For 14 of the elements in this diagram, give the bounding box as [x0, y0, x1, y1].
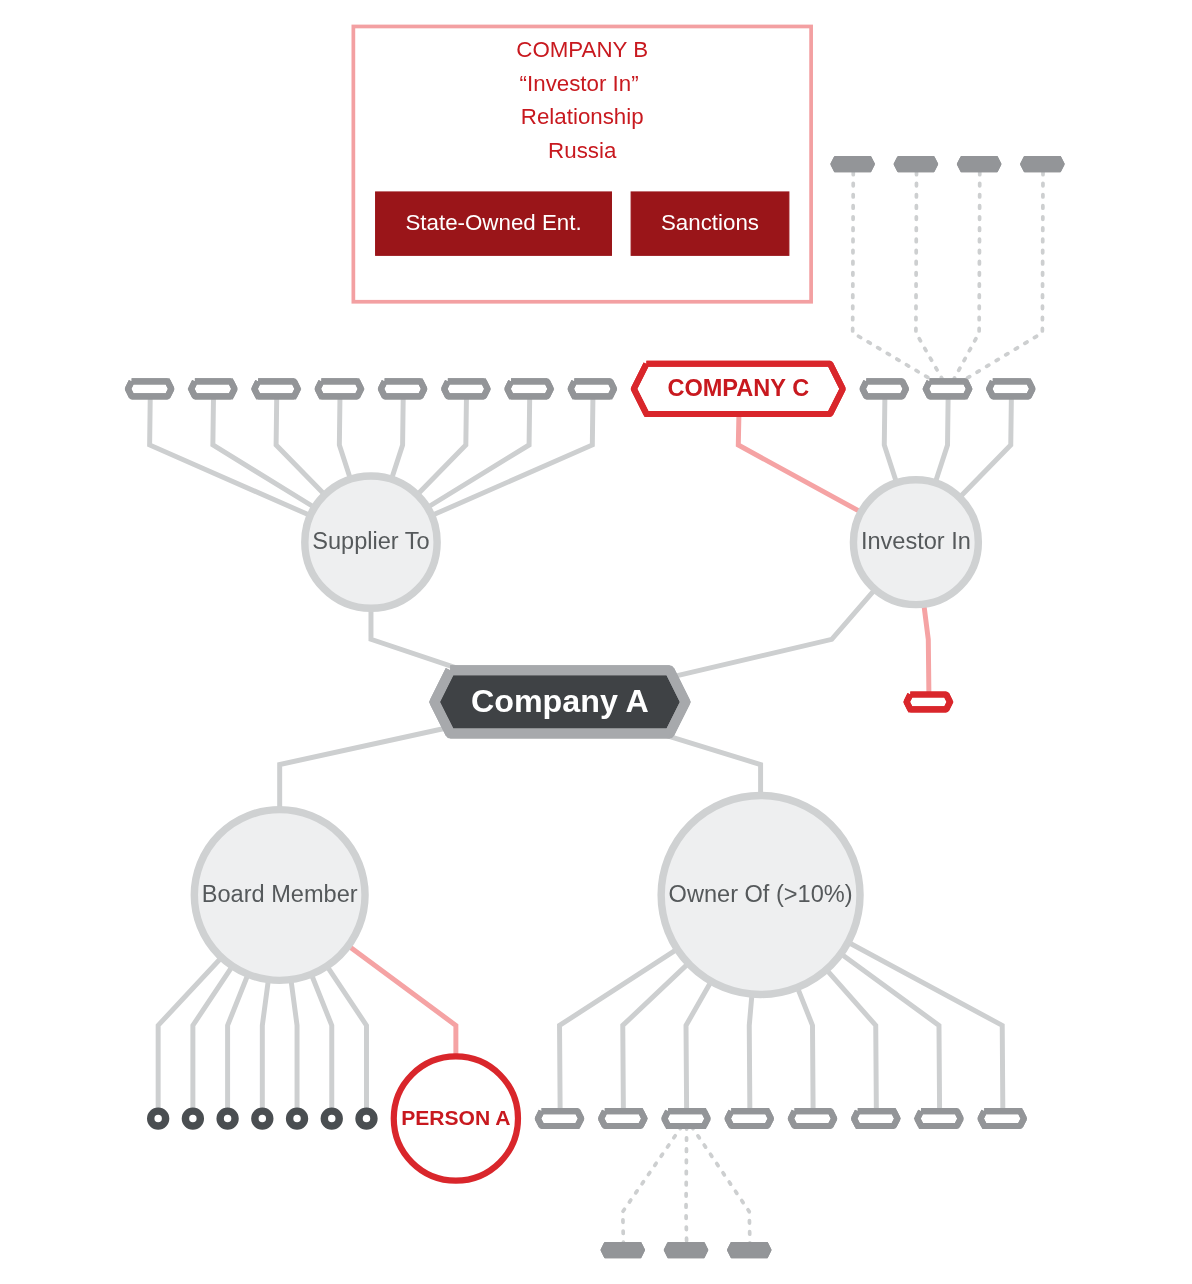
node-circle: Owner Of (>10%) — [657, 791, 864, 999]
node-box: Sanctions — [630, 191, 790, 256]
node-circle — [285, 1107, 309, 1130]
node-circle: PERSON A — [390, 1053, 522, 1184]
node-circle: Investor In — [849, 476, 983, 609]
node-circle — [251, 1107, 274, 1130]
node-circle — [355, 1107, 378, 1130]
node-box: State-Owned Ent. — [375, 191, 612, 256]
node-circle — [181, 1107, 205, 1130]
node-circle — [147, 1107, 170, 1130]
node-circle — [320, 1107, 343, 1130]
node-circle: Supplier To — [301, 472, 441, 613]
node-circle — [216, 1107, 239, 1130]
node-circle: Board Member — [190, 805, 369, 985]
